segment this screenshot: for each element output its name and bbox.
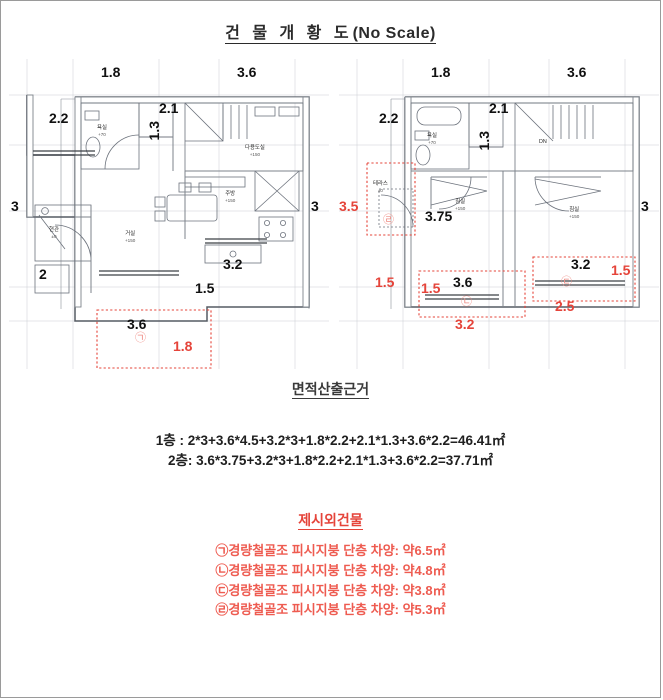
dim-1f-bottom-right-a: 3.2 bbox=[223, 256, 243, 272]
annotation-marker-b: ㉡ bbox=[461, 296, 472, 308]
extra-building-item-a: ㉠경량철골조 피시지붕 단층 차양: 약6.5㎡ bbox=[215, 543, 446, 558]
extra-building-item-c: ㉢경량철골조 피시지붕 단층 차양: 약3.8㎡ bbox=[215, 582, 446, 598]
room-label-stair-down-2f: DN bbox=[539, 139, 547, 145]
room-label-bathroom-1f: 욕실+70 bbox=[97, 125, 107, 137]
dim-2f-left-upper: 2.2 bbox=[379, 110, 399, 126]
dim-2f-terrace-depth: 1.5 bbox=[375, 274, 395, 290]
floor-plan-1f-drawing bbox=[9, 59, 329, 369]
dim-1f-left-upper: 2.2 bbox=[49, 110, 69, 126]
room-label-kitchen-1f: 주방+150 bbox=[225, 191, 236, 203]
dim-2f-top-mid: 2.1 bbox=[489, 100, 509, 116]
dim-1f-inner-vert: 1.3 bbox=[146, 121, 162, 141]
floor-plan-1f: 1.8 2.1 3.6 2.2 3 2 3 1.3 3.2 1.5 3.6 1.… bbox=[9, 59, 329, 369]
extra-building-item-b: ㉡경량철골조 피시지붕 단층 차양: 약4.8㎡ bbox=[215, 562, 446, 578]
dim-1f-top-right: 3.6 bbox=[237, 64, 257, 80]
page-title-korean: 건 물 개 황 도 bbox=[225, 25, 353, 42]
extra-building-list: ㉠경량철골조 피시지붕 단층 차양: 약6.5㎡ ㉡경량철골조 피시지붕 단층 … bbox=[1, 541, 660, 620]
dim-2f-mid-canopy-top: 3.6 bbox=[453, 274, 473, 290]
page-title-scale: (No Scale) bbox=[352, 25, 436, 42]
dim-1f-left-mid: 3 bbox=[11, 198, 19, 214]
annotation-marker-d: ㉣ bbox=[383, 214, 394, 226]
dim-1f-canopy-width: 3.6 bbox=[127, 316, 147, 332]
room-label-utility-1f: 다용도실+150 bbox=[245, 145, 265, 157]
dim-2f-terrace-width: 3.5 bbox=[339, 198, 359, 214]
dim-1f-right-side: 3 bbox=[311, 198, 319, 214]
dim-2f-right-canopy-top: 3.2 bbox=[571, 256, 591, 272]
floor-plans-container: 1.8 2.1 3.6 2.2 3 2 3 1.3 3.2 1.5 3.6 1.… bbox=[1, 59, 660, 369]
extra-building-item-d: ㉣경량철골조 피시지붕 단층 차양: 약5.3㎡ bbox=[215, 602, 446, 618]
floor-plan-2f-drawing bbox=[339, 59, 659, 369]
area-formula-floor2: 2층: 3.6*3.75+3.2*3+1.8*2.2+2.1*1.3+3.6*2… bbox=[167, 452, 494, 468]
room-label-entrance-1f: 현관±0 bbox=[49, 227, 59, 239]
dim-2f-mid-canopy-bottom: 3.2 bbox=[455, 316, 475, 332]
page-title: 건 물 개 황 도(No Scale) bbox=[1, 19, 660, 44]
room-label-bathroom-2f: 욕실+70 bbox=[427, 133, 437, 145]
dim-2f-top-left: 1.8 bbox=[431, 64, 451, 80]
room-label-bedroom2-2f: 침실+150 bbox=[569, 207, 580, 219]
dim-2f-top-right: 3.6 bbox=[567, 64, 587, 80]
dim-1f-top-left: 1.8 bbox=[101, 64, 121, 80]
annotation-marker-a: ㉠ bbox=[135, 332, 146, 344]
room-label-bedroom1-2f: 침실+150 bbox=[455, 199, 466, 211]
dim-2f-right-side: 3 bbox=[641, 198, 649, 214]
dim-2f-right-canopy-bottom: 2.5 bbox=[555, 298, 575, 314]
dim-1f-canopy-depth: 1.8 bbox=[173, 338, 193, 354]
dim-1f-left-lower: 2 bbox=[39, 266, 47, 282]
area-formula-list: 1층 : 2*3+3.6*4.5+3.2*3+1.8*2.2+2.1*1.3+3… bbox=[1, 431, 660, 470]
annotation-marker-c: ㉢ bbox=[561, 276, 572, 288]
dim-1f-bottom-right-b: 1.5 bbox=[195, 280, 215, 296]
dim-1f-top-mid: 2.1 bbox=[159, 100, 179, 116]
area-basis-heading: 면적산출근거 bbox=[291, 381, 370, 399]
dim-2f-bedroom-width: 3.75 bbox=[425, 208, 453, 224]
dim-2f-inner-vert: 1.3 bbox=[476, 131, 492, 151]
dim-2f-right-canopy-side: 1.5 bbox=[611, 262, 631, 278]
extra-building-heading: 제시외건물 bbox=[298, 512, 363, 530]
dim-2f-mid-canopy-left: 1.5 bbox=[421, 280, 441, 296]
room-label-living-1f: 거실+150 bbox=[125, 231, 136, 243]
floor-plan-2f: 1.8 2.1 3.6 2.2 3 1.3 3.75 3.5 1.5 1.5 3… bbox=[339, 59, 659, 369]
area-formula-floor1: 1층 : 2*3+3.6*4.5+3.2*3+1.8*2.2+2.1*1.3+3… bbox=[155, 433, 506, 448]
room-label-terrace-2f: 테라스±0 bbox=[373, 181, 388, 193]
